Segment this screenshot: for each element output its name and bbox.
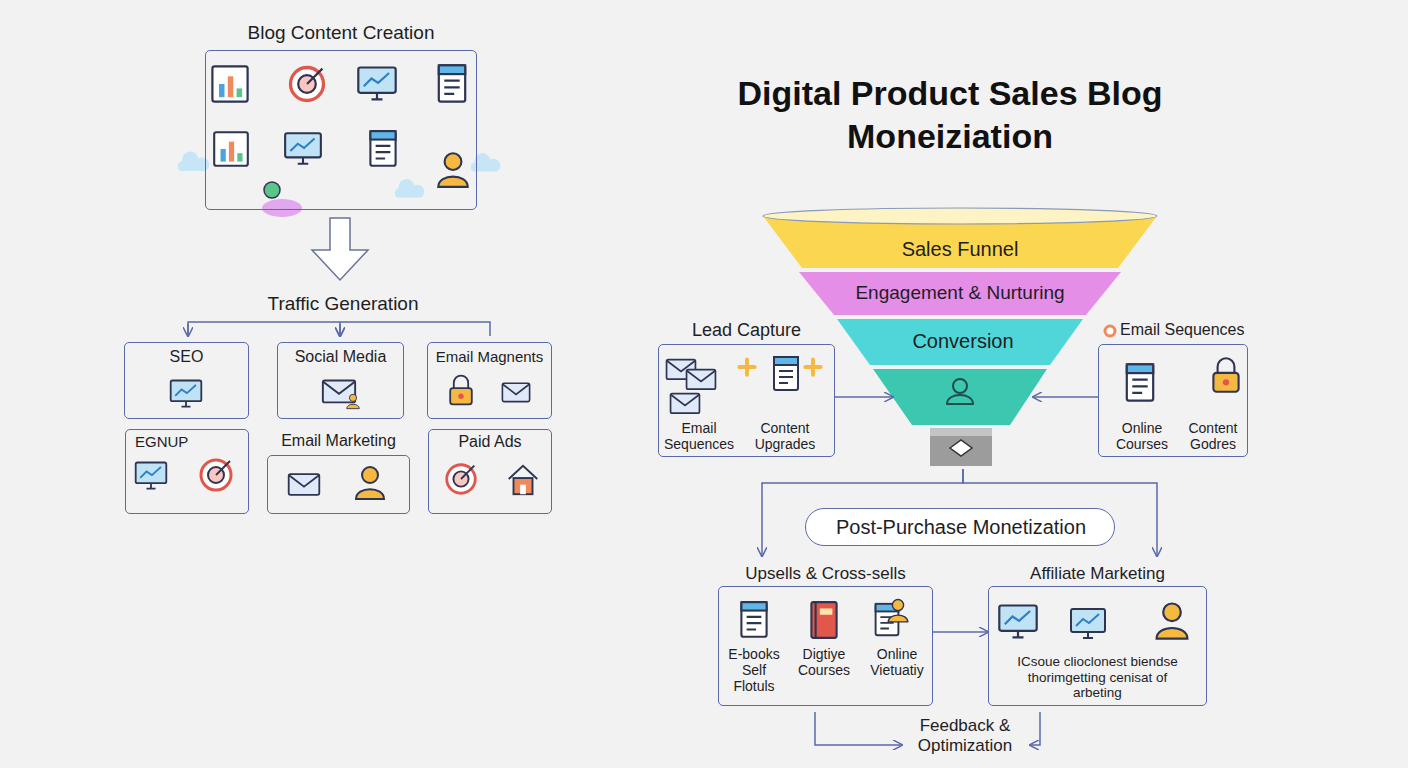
box-heading: Email Marketing [269,432,408,450]
box-text: Online Courses [1104,420,1180,452]
text-label: Traffic Generation [253,293,433,316]
box-heading: Affiliate Marketing [990,564,1205,584]
bracket-arrow [339,324,341,336]
box-border [267,455,410,514]
box-text: Email Sequences [662,420,736,452]
bracket-arrow [187,324,189,336]
box-text: Digtiye Courses [788,646,860,678]
box-heading: Sales Funnel [802,238,1118,261]
hollow-arrow [312,218,368,280]
box-heading: Engagement & Nurturing [822,282,1098,304]
channel-box: Email Magnents [427,342,552,419]
affiliate-box: Affiliate MarketingICsoue clioclonest bi… [988,556,1207,706]
lead-box: Lead CaptureEmail SequencesContent Upgra… [658,320,835,457]
diagram-title: Digital Product Sales Blog Moneiziation [730,72,1170,157]
feedback-bracket [815,712,902,745]
traffic-bracket [188,322,490,336]
content-box: Blog Content Creation [205,22,477,210]
text-label: Feedback & Optimization [905,716,1025,757]
box-text: E-books Self Flotuls [724,646,784,694]
connector [835,396,893,398]
channel-box: SEO [124,342,249,419]
funnel-band: Engagement & Nurturing [820,273,1100,313]
box-text: Content Upgrades [738,420,832,452]
box-heading: Paid Ads [430,433,550,451]
blog-icons [178,65,501,217]
feedback-bracket [1030,712,1040,745]
box-heading: Email Sequences [1120,321,1246,339]
funnel-band: Sales Funnel [800,232,1120,268]
stage-pill: Post-Purchase Monetization [805,508,1115,546]
box-text: Content Godres [1182,420,1244,452]
box-heading: Post-Purchase Monetization [808,516,1114,539]
box-heading: EGNUP [135,433,225,450]
box-heading: Lead Capture [660,320,833,341]
box-heading: Email Magnents [429,348,550,365]
channel-box: Paid Ads [428,429,552,514]
box-icons [667,326,1239,639]
connector [1033,396,1098,398]
box-heading: Conversion [895,330,1031,353]
box-border [205,50,477,210]
box-heading: Upsells & Cross-sells [720,564,931,584]
channel-box: Email Marketing [267,432,410,514]
box-heading: Social Media [279,348,402,366]
box-heading: Blog Content Creation [207,22,475,44]
box-text: Online Vietuatiy [862,646,932,678]
box-text: ICsoue clioclonest biendse thorimgetting… [1006,654,1189,701]
upsell-box: Upsells & Cross-sellsE-books Self Flotul… [718,556,933,706]
channel-box: EGNUP [125,429,249,514]
channel-box: Social Media [277,342,404,419]
funnel-band: Conversion [893,319,1033,469]
email-box: Email SequencesOnline CoursesContent God… [1098,320,1248,457]
box-heading: SEO [126,348,247,366]
connector [933,631,988,633]
